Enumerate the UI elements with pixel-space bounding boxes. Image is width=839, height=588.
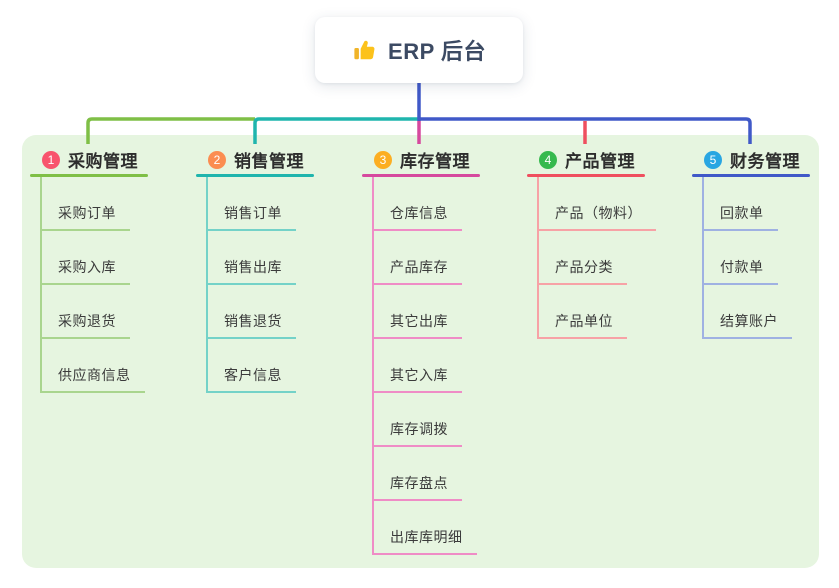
branch-title-purchase[interactable]: 1 采购管理 xyxy=(30,145,148,174)
branch-children: 仓库信息 产品库存 其它出库 其它入库 库存调拨 库存盘点 出库库明细 xyxy=(372,177,477,555)
branch-label: 销售管理 xyxy=(234,152,304,171)
child-item[interactable]: 产品（物料） xyxy=(539,177,656,231)
child-label: 回款单 xyxy=(720,205,764,221)
root-node[interactable]: ERP 后台 xyxy=(315,17,523,83)
child-item[interactable]: 库存调拨 xyxy=(374,393,462,447)
child-item[interactable]: 采购退货 xyxy=(42,285,130,339)
child-label: 采购退货 xyxy=(58,313,116,329)
child-label: 产品分类 xyxy=(555,259,613,275)
child-item[interactable]: 结算账户 xyxy=(704,285,792,339)
branch-label: 库存管理 xyxy=(400,152,470,171)
branch-children: 销售订单 销售出库 销售退货 客户信息 xyxy=(206,177,296,393)
branch-children: 回款单 付款单 结算账户 xyxy=(702,177,792,339)
branch-label: 采购管理 xyxy=(68,152,138,171)
branch-underline xyxy=(30,174,148,177)
branch-underline xyxy=(362,174,480,177)
branch-label: 财务管理 xyxy=(730,152,800,171)
child-item[interactable]: 回款单 xyxy=(704,177,778,231)
badge-4-icon: 4 xyxy=(539,150,557,169)
branch-inventory: 3 库存管理 仓库信息 产品库存 其它出库 其它入库 库存调拨 库存盘点 出库库… xyxy=(362,145,480,555)
child-label: 库存调拨 xyxy=(390,421,448,437)
child-label: 采购订单 xyxy=(58,205,116,221)
child-label: 产品库存 xyxy=(390,259,448,275)
badge-1-icon: 1 xyxy=(42,150,60,169)
branch-underline xyxy=(196,174,314,177)
child-item[interactable]: 库存盘点 xyxy=(374,447,462,501)
child-label: 结算账户 xyxy=(720,313,778,329)
child-label: 采购入库 xyxy=(58,259,116,275)
branch-title-finance[interactable]: 5 财务管理 xyxy=(692,145,810,174)
root-title: ERP 后台 xyxy=(388,39,486,64)
child-item[interactable]: 仓库信息 xyxy=(374,177,462,231)
child-label: 客户信息 xyxy=(224,367,282,383)
branch-purchase: 1 采购管理 采购订单 采购入库 采购退货 供应商信息 xyxy=(30,145,148,393)
branch-title-product[interactable]: 4 产品管理 xyxy=(527,145,645,174)
child-item[interactable]: 销售出库 xyxy=(208,231,296,285)
branch-underline xyxy=(692,174,810,177)
child-label: 出库库明细 xyxy=(390,529,463,545)
child-label: 其它出库 xyxy=(390,313,448,329)
child-item[interactable]: 客户信息 xyxy=(208,339,296,393)
child-item[interactable]: 产品分类 xyxy=(539,231,627,285)
child-item[interactable]: 销售订单 xyxy=(208,177,296,231)
mindmap-canvas xyxy=(22,135,819,568)
child-item[interactable]: 销售退货 xyxy=(208,285,296,339)
child-item[interactable]: 采购订单 xyxy=(42,177,130,231)
branch-children: 采购订单 采购入库 采购退货 供应商信息 xyxy=(40,177,145,393)
branch-sales: 2 销售管理 销售订单 销售出库 销售退货 客户信息 xyxy=(196,145,314,393)
branch-children: 产品（物料） 产品分类 产品单位 xyxy=(537,177,656,339)
child-item[interactable]: 出库库明细 xyxy=(374,501,477,555)
badge-3-icon: 3 xyxy=(374,150,392,169)
child-item[interactable]: 付款单 xyxy=(704,231,778,285)
branch-label: 产品管理 xyxy=(565,152,635,171)
child-item[interactable]: 产品库存 xyxy=(374,231,462,285)
badge-5-icon: 5 xyxy=(704,150,722,169)
child-label: 供应商信息 xyxy=(58,367,131,383)
child-label: 付款单 xyxy=(720,259,764,275)
child-item[interactable]: 供应商信息 xyxy=(42,339,145,393)
child-item[interactable]: 产品单位 xyxy=(539,285,627,339)
child-label: 库存盘点 xyxy=(390,475,448,491)
branch-title-inventory[interactable]: 3 库存管理 xyxy=(362,145,480,174)
child-label: 仓库信息 xyxy=(390,205,448,221)
child-label: 产品单位 xyxy=(555,313,613,329)
child-label: 销售出库 xyxy=(224,259,282,275)
child-label: 其它入库 xyxy=(390,367,448,383)
branch-title-sales[interactable]: 2 销售管理 xyxy=(196,145,314,174)
thumbs-up-icon xyxy=(354,40,375,60)
branch-underline xyxy=(527,174,645,177)
badge-2-icon: 2 xyxy=(208,150,226,169)
child-label: 销售订单 xyxy=(224,205,282,221)
child-label: 销售退货 xyxy=(224,313,282,329)
branch-product: 4 产品管理 产品（物料） 产品分类 产品单位 xyxy=(527,145,656,339)
child-item[interactable]: 采购入库 xyxy=(42,231,130,285)
child-item[interactable]: 其它出库 xyxy=(374,285,462,339)
child-label: 产品（物料） xyxy=(555,205,642,221)
child-item[interactable]: 其它入库 xyxy=(374,339,462,393)
branch-finance: 5 财务管理 回款单 付款单 结算账户 xyxy=(692,145,810,339)
